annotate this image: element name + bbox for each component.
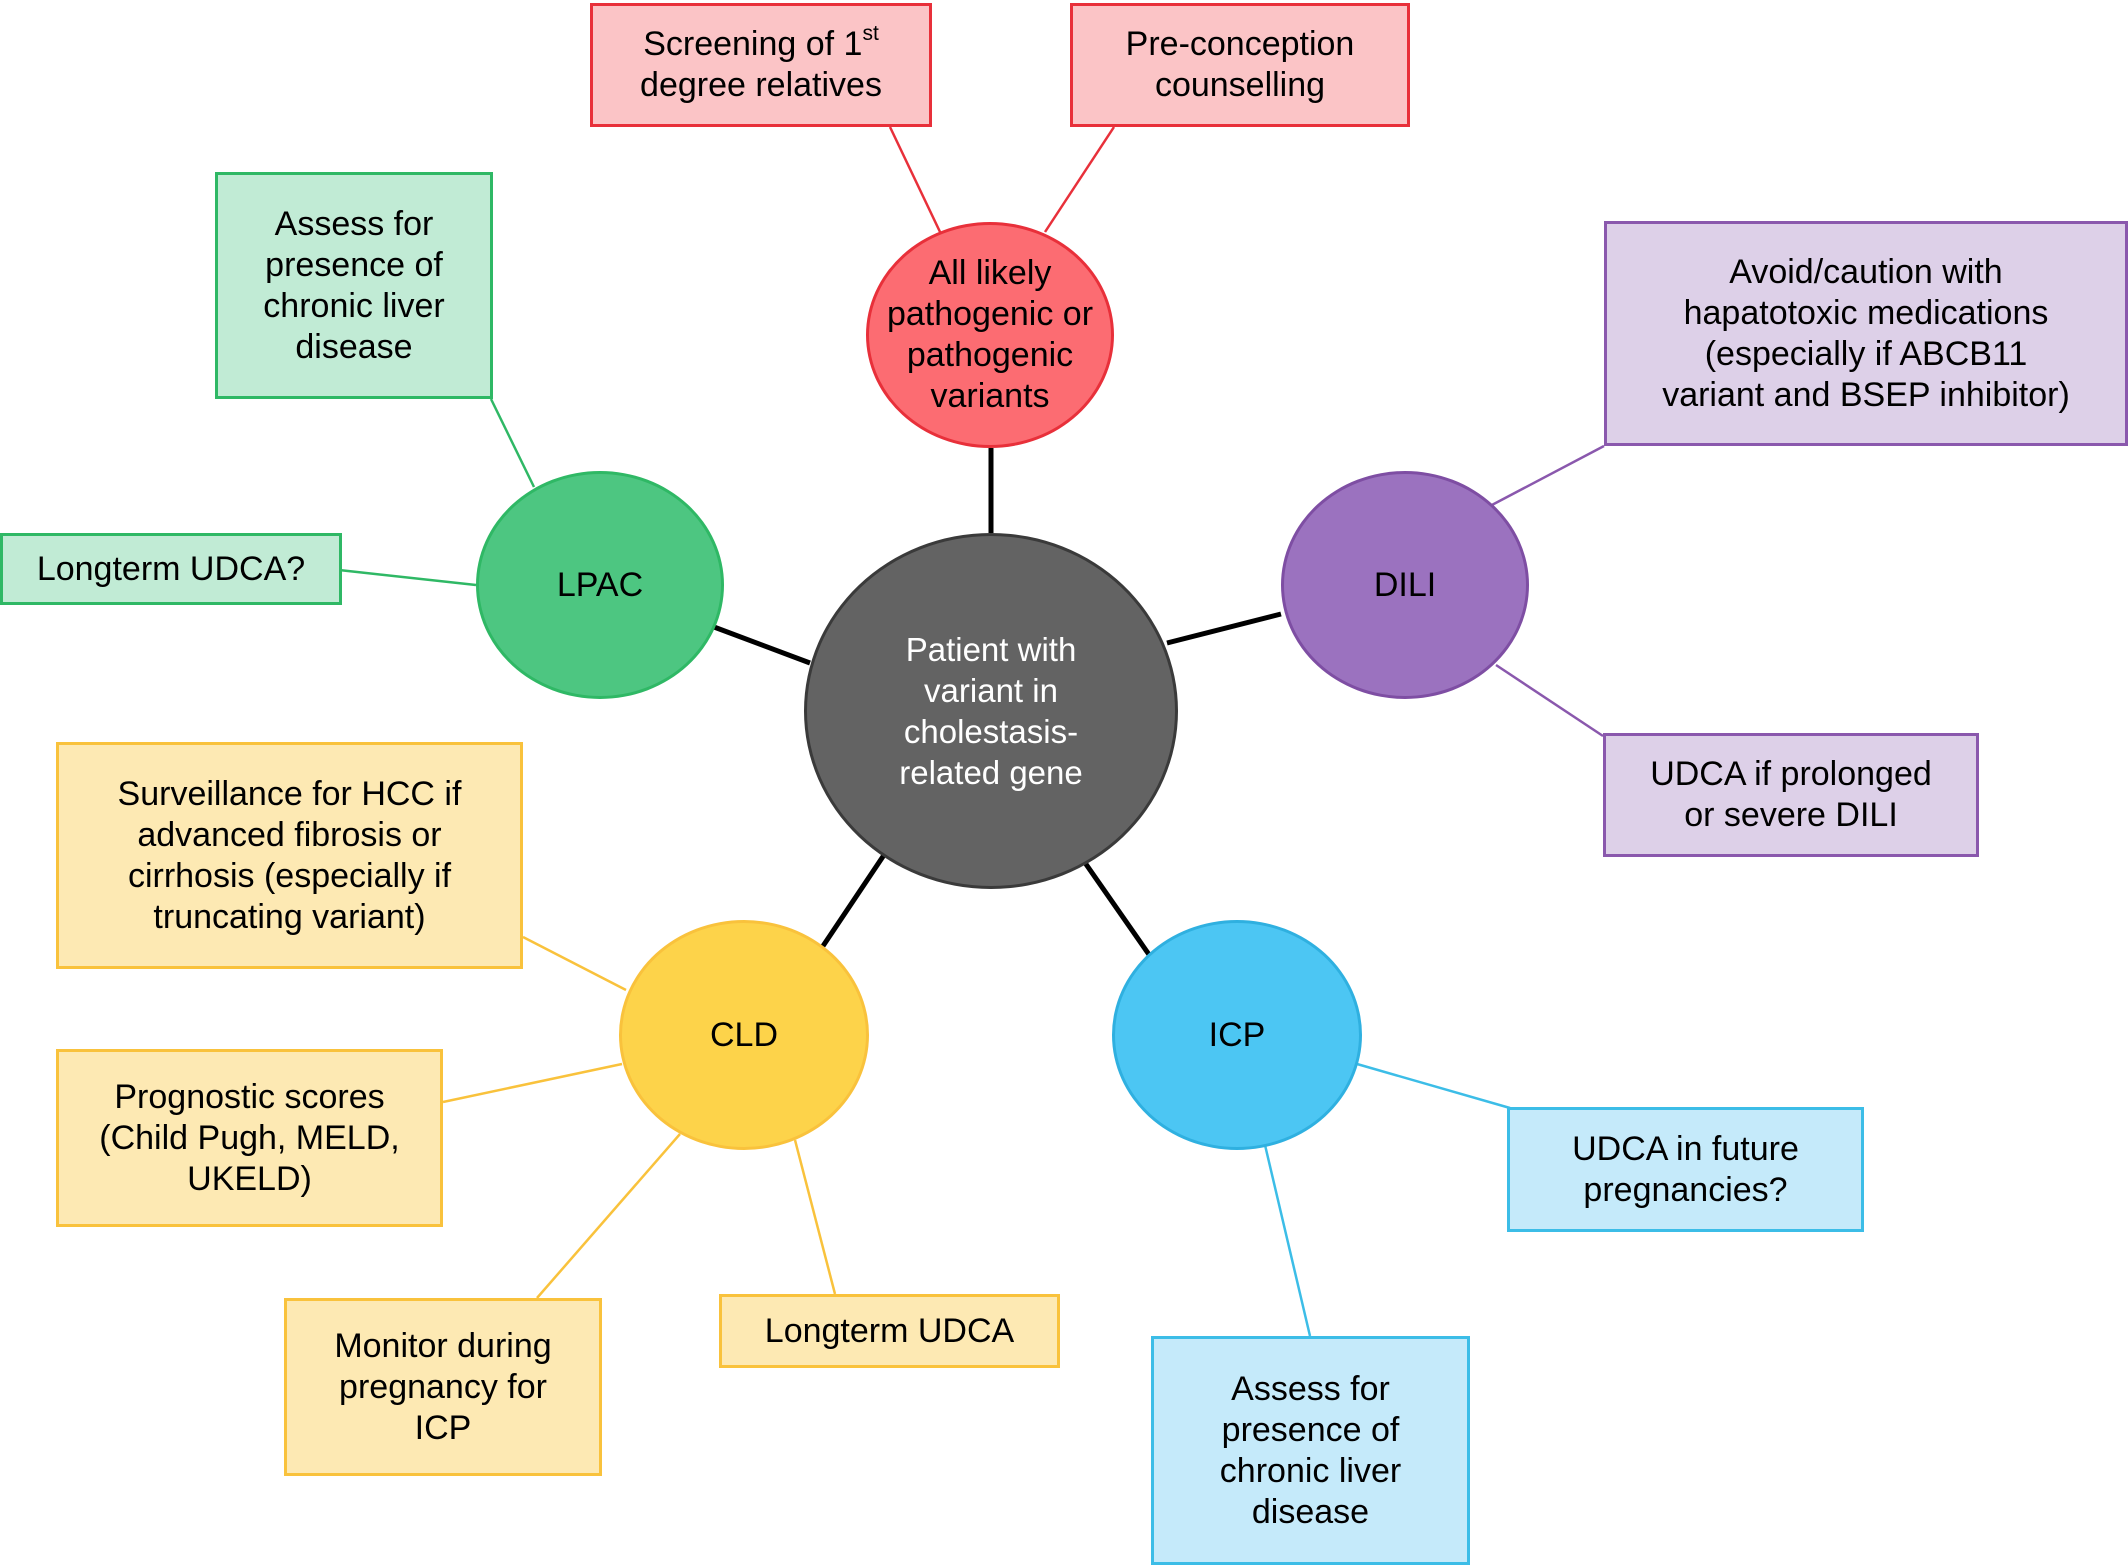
connector-dili-udca — [1495, 663, 1604, 738]
cld-surveillance-box: Surveillance for HCC if advanced fibrosi… — [56, 742, 523, 969]
connector-center-dili — [1166, 611, 1282, 646]
preconception-line-1: Pre-conception — [1125, 25, 1355, 63]
connector-center-icp — [1078, 855, 1153, 958]
dili-label: DILI — [1373, 565, 1437, 604]
screening-relatives-box: Screening of 1st degree relatives — [590, 3, 932, 127]
icp-assess-line-1: Assess for — [1231, 1369, 1390, 1408]
cld-surveillance-line-1: Surveillance for HCC if — [117, 774, 462, 813]
cld-surveillance-line-3: cirrhosis (especially if — [127, 856, 452, 895]
connector-cld-udca — [793, 1139, 837, 1295]
icp-udca-line-2: pregnancies? — [1583, 1170, 1788, 1209]
cld-monitor-line-3: ICP — [414, 1408, 472, 1447]
connector-icp-assess — [1263, 1144, 1312, 1337]
preconception-box: Pre-conception counselling — [1070, 3, 1410, 127]
icp-assess-box: Assess for presence of chronic liver dis… — [1151, 1336, 1470, 1565]
dili-avoid-line-1: Avoid/caution with — [1729, 252, 2003, 291]
connector-center-cld — [820, 847, 891, 948]
cld-prognostic-line-2: (Child Pugh, MELD, — [99, 1118, 400, 1157]
icp-udca-box: UDCA in future pregnancies? — [1507, 1107, 1864, 1232]
lpac-assess-line-2: presence of — [265, 245, 443, 284]
lpac-udca-box: Longterm UDCA? — [0, 533, 342, 605]
icp-node: ICP — [1112, 920, 1362, 1150]
dili-udca-box: UDCA if prolonged or severe DILI — [1603, 733, 1979, 857]
pathogenic-line-4: variants — [930, 377, 1050, 415]
lpac-assess-line-4: disease — [295, 327, 413, 366]
center-node: Patient with variant in cholestasis- rel… — [804, 533, 1178, 889]
lpac-udca-label: Longterm UDCA? — [36, 549, 306, 588]
center-line-4: related gene — [899, 754, 1083, 791]
cld-monitor-box: Monitor during pregnancy for ICP — [284, 1298, 602, 1476]
cld-prognostic-line-3: UKELD) — [187, 1159, 312, 1198]
cld-udca-box: Longterm UDCA — [719, 1294, 1060, 1368]
dili-node: DILI — [1281, 471, 1529, 699]
icp-assess-line-3: chronic liver — [1219, 1451, 1402, 1490]
pathogenic-node: All likely pathogenic or pathogenic vari… — [866, 222, 1114, 448]
lpac-node: LPAC — [476, 471, 724, 699]
dili-avoid-line-2: hapatotoxic medications — [1683, 293, 2049, 332]
icp-assess-line-4: disease — [1251, 1492, 1370, 1531]
connector-lpac-assess — [489, 398, 536, 488]
center-line-3: cholestasis- — [903, 713, 1079, 750]
cld-monitor-line-2: pregnancy for — [339, 1367, 547, 1406]
icp-label: ICP — [1208, 1015, 1266, 1054]
cld-udca-label: Longterm UDCA — [764, 1311, 1015, 1350]
connector-lpac-udca — [338, 568, 477, 587]
cld-monitor-line-1: Monitor during — [334, 1326, 552, 1365]
dili-udca-line-2: or severe DILI — [1684, 796, 1898, 834]
dili-avoid-box: Avoid/caution with hapatotoxic medicatio… — [1604, 221, 2128, 446]
pathogenic-line-2: pathogenic or — [886, 295, 1094, 333]
cld-label: CLD — [709, 1015, 779, 1054]
dili-udca-line-1: UDCA if prolonged — [1650, 755, 1932, 793]
lpac-assess-box: Assess for presence of chronic liver dis… — [215, 172, 493, 399]
cld-prognostic-line-1: Prognostic scores — [114, 1077, 385, 1116]
preconception-line-2: counselling — [1154, 66, 1326, 104]
cld-surveillance-line-2: advanced fibrosis or — [137, 815, 442, 854]
center-line-2: variant in — [924, 672, 1058, 709]
connector-pathogenic-preconception — [1043, 126, 1116, 233]
lpac-assess-line-1: Assess for — [274, 204, 434, 243]
connector-cld-surveillance — [522, 935, 627, 992]
connector-cld-monitor — [536, 1133, 681, 1299]
connector-pathogenic-screening — [888, 126, 943, 235]
icp-assess-line-2: presence of — [1221, 1410, 1400, 1449]
cld-node: CLD — [619, 920, 869, 1150]
dili-avoid-line-4: variant and BSEP inhibitor) — [1662, 375, 2070, 414]
connector-icp-udca — [1356, 1062, 1511, 1110]
screening-line-1: Screening of 1st — [643, 22, 879, 63]
lpac-label: LPAC — [556, 565, 644, 604]
connector-center-lpac — [713, 624, 811, 666]
cld-surveillance-line-4: truncating variant) — [153, 897, 426, 936]
pathogenic-line-1: All likely — [928, 254, 1052, 292]
center-line-1: Patient with — [905, 631, 1077, 668]
cld-prognostic-box: Prognostic scores (Child Pugh, MELD, UKE… — [56, 1049, 443, 1227]
connector-dili-avoid — [1489, 444, 1605, 508]
screening-line-2: degree relatives — [640, 66, 882, 104]
dili-avoid-line-3: (especially if ABCB11 — [1704, 334, 2028, 373]
lpac-assess-line-3: chronic liver — [263, 286, 445, 325]
icp-udca-line-1: UDCA in future — [1572, 1129, 1799, 1168]
connector-cld-prognostic — [442, 1062, 623, 1104]
pathogenic-line-3: pathogenic — [906, 336, 1074, 374]
